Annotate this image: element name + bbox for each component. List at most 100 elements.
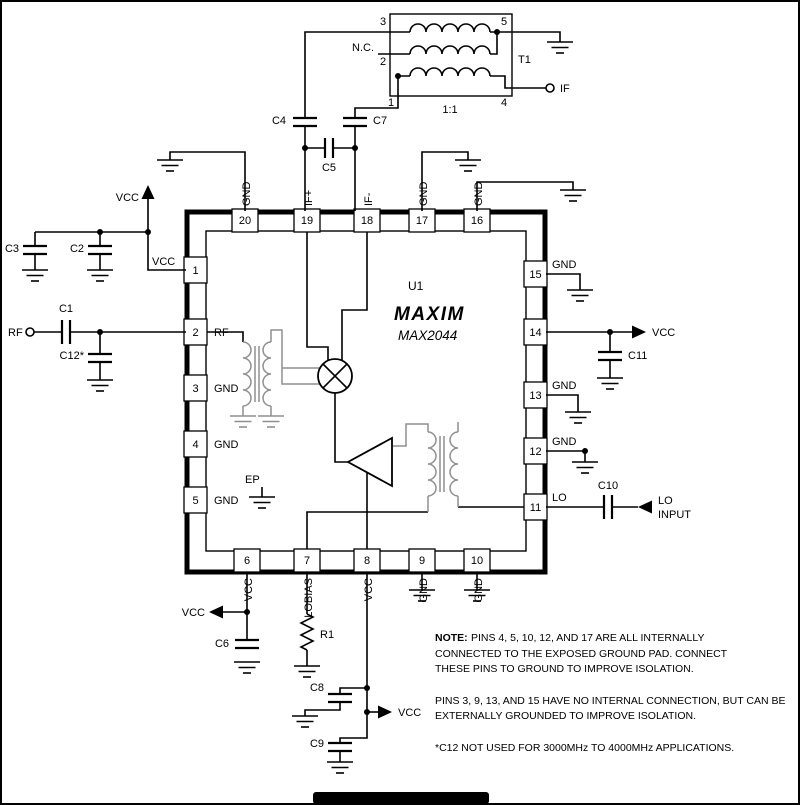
vcc-arrow-right-icon	[632, 325, 646, 339]
c2-label: C2	[70, 243, 84, 255]
pin-name-7: LOBIAS	[303, 578, 315, 618]
cap-c3	[23, 244, 47, 256]
note-label: NOTE:	[435, 632, 468, 644]
ic-refdes: U1	[408, 279, 424, 293]
pin-number-4: 4	[192, 439, 198, 451]
pin-name-5: GND	[214, 495, 239, 507]
t1-outline	[389, 13, 513, 97]
pin-name-12: GND	[552, 436, 577, 448]
pin-number-7: 7	[304, 555, 310, 567]
c1-label: C1	[59, 303, 73, 315]
c5-label: C5	[322, 162, 336, 174]
c4-label: C4	[272, 115, 286, 127]
pin-number-10: 10	[471, 555, 483, 567]
vcc-label-right: VCC	[652, 327, 675, 339]
t1-winding-bot	[409, 67, 491, 77]
c7-label: C7	[373, 115, 387, 127]
resistor-r1	[299, 613, 315, 651]
t1-winding-top	[409, 23, 491, 33]
cap-c5	[323, 138, 335, 158]
pin-number-5: 5	[192, 495, 198, 507]
pin-box-18	[353, 208, 381, 233]
pin-number-8: 8	[364, 555, 370, 567]
pin-number-14: 14	[529, 327, 541, 339]
pin-number-3: 3	[192, 383, 198, 395]
pin-box-19	[293, 208, 321, 233]
pin-name-20: GND	[241, 182, 253, 207]
c6-label: C6	[215, 638, 229, 650]
cap-c2	[88, 244, 112, 256]
note-line-3: *C12 NOT USED FOR 3000MHz TO 4000MHz APP…	[435, 742, 734, 754]
ic-part-number: MAX2044	[398, 328, 457, 343]
cap-c7	[343, 116, 367, 128]
pin-boxes	[183, 208, 548, 573]
rf-port-label: RF	[8, 327, 23, 339]
cap-c12	[88, 352, 112, 364]
pin-number-1: 1	[192, 265, 198, 277]
cap-c8	[328, 692, 352, 704]
pin-name-16: GND	[473, 182, 485, 207]
pin-name-1: VCC	[152, 256, 175, 268]
pin-name-2: RF	[214, 327, 229, 339]
package-outline	[184, 209, 548, 575]
c8-label: C8	[310, 682, 324, 694]
t1-nc-label: N.C.	[352, 42, 374, 54]
if-port-label: IF	[560, 83, 570, 95]
pin-name-17: GND	[418, 182, 430, 207]
note-line-2b: EXTERNALLY GROUNDED TO IMPROVE ISOLATION…	[435, 710, 696, 722]
cap-c9	[328, 741, 352, 753]
cap-c1	[60, 320, 72, 344]
t1-refdes: T1	[518, 54, 531, 66]
cap-c11	[598, 350, 622, 362]
mixer-x-icon	[322, 363, 348, 389]
pin-number-16: 16	[471, 215, 483, 227]
pin-name-6: VCC	[243, 578, 255, 601]
vcc-label-bottomcenter: VCC	[398, 707, 421, 719]
pin-number-11: 11	[530, 502, 541, 514]
pin-number-17: 17	[416, 215, 428, 227]
t1-winding-mid	[409, 45, 491, 55]
pin-number-15: 15	[529, 269, 541, 281]
amplifier-symbol	[346, 436, 393, 488]
vcc-label-bottomleft: VCC	[182, 607, 205, 619]
c9-label: C9	[310, 738, 324, 750]
pin-box-5	[183, 486, 208, 514]
note-line-1a: PINS 4, 5, 10, 12, AND 17 ARE ALL INTERN…	[471, 632, 704, 644]
pin-number-9: 9	[419, 555, 425, 567]
vcc-arrow-up-icon	[141, 185, 155, 199]
lo-input-label-2: INPUT	[658, 509, 691, 521]
footer-bar	[313, 792, 489, 804]
pin-name-3: GND	[214, 383, 239, 395]
capacitors	[23, 116, 622, 753]
transformer-t1	[378, 13, 513, 97]
maxim-logo: MAXIM	[394, 304, 465, 325]
lo-input-arrow-icon	[638, 500, 652, 514]
pin-name-13: GND	[552, 380, 577, 392]
pin-name-19: IF+	[303, 190, 315, 206]
t1-ratio-label: 1:1	[442, 104, 457, 116]
c3-label: C3	[5, 243, 19, 255]
pin-number-19: 19	[301, 215, 313, 227]
pin-box-4	[183, 430, 208, 458]
note-line-1c: THESE PINS TO GROUND TO IMPROVE ISOLATIO…	[435, 663, 694, 675]
pin-name-10: GND	[473, 578, 485, 603]
rf-balun	[242, 329, 320, 416]
lo-input-label-1: LO	[658, 495, 673, 507]
cap-c10	[602, 495, 614, 519]
pin-name-4: GND	[214, 439, 239, 451]
ic-package	[183, 208, 548, 575]
note-line-1b: CONNECTED TO THE EXPOSED GROUND PAD. CON…	[435, 648, 728, 660]
pin-number-12: 12	[529, 446, 541, 458]
pin-name-15: GND	[552, 259, 577, 271]
t1-pin3-label: 3	[380, 16, 386, 28]
pin-number-20: 20	[239, 215, 251, 227]
pin-number-13: 13	[529, 390, 541, 402]
if-port-terminal	[545, 83, 555, 93]
pin-name-18: IF-	[363, 192, 375, 206]
labels: U1 MAXIM MAX2044 EP 1 2 3 4 5 6 7 8 9 10…	[5, 16, 786, 754]
pin-number-18: 18	[361, 215, 373, 227]
pin-box-3	[183, 374, 208, 402]
vcc-arrow-right2-icon	[378, 705, 392, 719]
t1-pin5-label: 5	[501, 16, 507, 28]
